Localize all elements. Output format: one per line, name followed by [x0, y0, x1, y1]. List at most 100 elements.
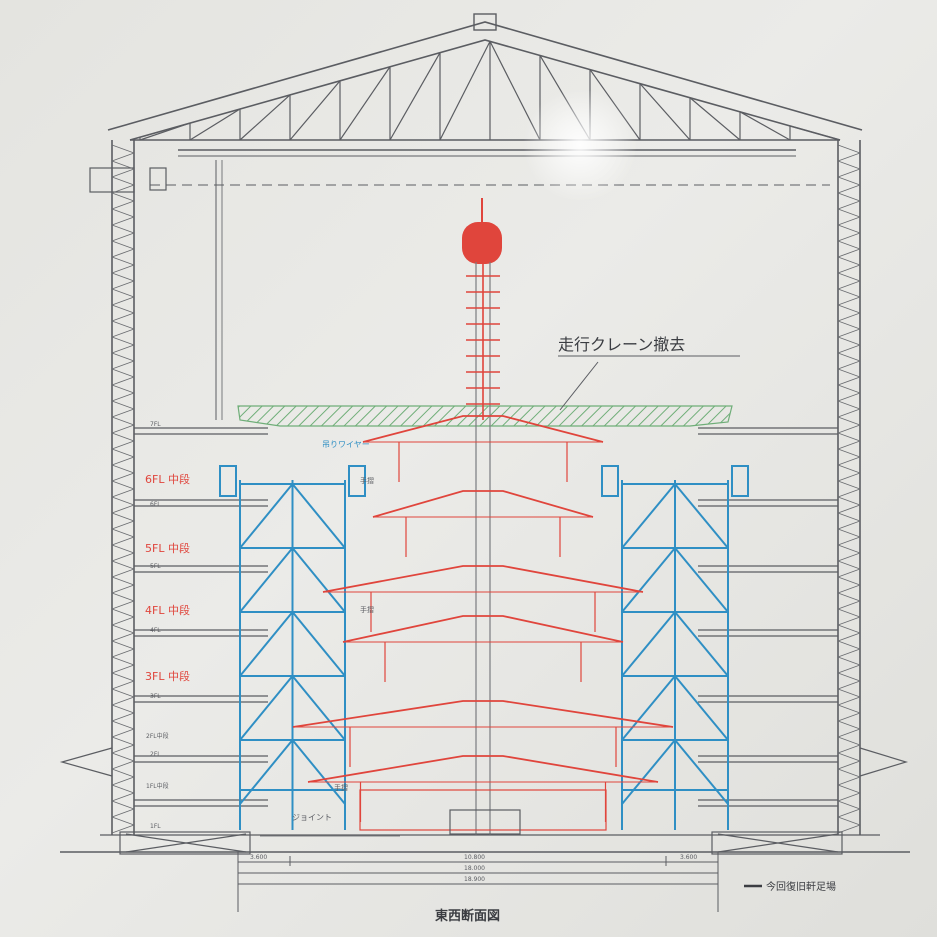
lattice-brace — [837, 784, 861, 794]
lattice-brace — [111, 248, 135, 258]
lattice-brace — [111, 640, 135, 650]
lattice-brace — [111, 648, 135, 658]
lattice-brace — [111, 296, 135, 306]
lattice-brace — [837, 776, 861, 786]
lattice-brace — [111, 240, 135, 250]
lattice-brace — [111, 392, 135, 402]
lattice-brace — [111, 168, 135, 178]
lattice-brace — [837, 664, 861, 674]
lattice-brace — [837, 808, 861, 818]
lattice-brace — [111, 312, 135, 322]
lattice-brace — [111, 552, 135, 562]
pagoda-roofs — [292, 415, 674, 831]
lattice-brace — [837, 416, 861, 426]
scaffold-brace — [239, 547, 294, 613]
pagoda-base-hall — [359, 789, 607, 831]
lattice-brace — [111, 608, 135, 618]
lattice-brace — [111, 600, 135, 610]
finial-jewel — [462, 222, 502, 264]
building-frame — [59, 13, 910, 853]
lattice-brace — [837, 176, 861, 186]
small-floor-1fl-mid: 1FL中段 — [146, 782, 169, 790]
truss-diagonal — [689, 97, 741, 141]
lattice-brace — [837, 368, 861, 378]
lattice-brace — [111, 464, 135, 474]
small-floor-1fl: 1FL — [150, 823, 161, 830]
floor-label-5fl: 5FL 中段 — [145, 541, 190, 555]
floor-label-4fl: 4FL 中段 — [145, 603, 190, 617]
scaffold-brace — [239, 483, 294, 549]
lattice-brace — [111, 216, 135, 226]
dim-left: 3.600 — [250, 854, 267, 861]
lattice-brace — [111, 360, 135, 370]
pagoda-roof-3 — [322, 565, 644, 593]
small-floor-7fl: 7FL — [150, 421, 161, 428]
lattice-brace — [837, 688, 861, 698]
lattice-brace — [837, 608, 861, 618]
scaffold-brace — [291, 739, 346, 805]
pagoda-roof-2 — [372, 490, 594, 518]
stair-label-2: 手摺 — [360, 605, 374, 614]
lattice-brace — [837, 520, 861, 530]
lattice-brace — [837, 632, 861, 642]
lattice-brace — [111, 488, 135, 498]
scaffold-box — [731, 465, 749, 497]
lattice-brace — [111, 152, 135, 162]
lattice-brace — [111, 576, 135, 586]
lattice-brace — [837, 144, 861, 154]
lattice-brace — [837, 400, 861, 410]
lattice-brace — [111, 400, 135, 410]
lattice-brace — [837, 768, 861, 778]
lattice-brace — [111, 624, 135, 634]
lattice-brace — [111, 536, 135, 546]
lattice-brace — [111, 680, 135, 690]
lattice-brace — [837, 760, 861, 770]
lattice-brace — [111, 632, 135, 642]
lattice-brace — [111, 664, 135, 674]
wire-note: 吊りワイヤー — [322, 440, 370, 449]
lattice-brace — [837, 224, 861, 234]
joint-note: ジョイント — [292, 813, 332, 822]
dim-total-2: 18.900 — [464, 876, 485, 883]
truss-diagonal — [439, 41, 491, 141]
lattice-brace — [837, 256, 861, 266]
lattice-brace — [111, 712, 135, 722]
lattice-brace — [837, 560, 861, 570]
lattice-brace — [837, 720, 861, 730]
lattice-brace — [111, 688, 135, 698]
lattice-brace — [837, 712, 861, 722]
lattice-brace — [837, 344, 861, 354]
side-lattice — [111, 144, 861, 834]
lattice-brace — [837, 624, 861, 634]
lattice-brace — [837, 472, 861, 482]
truss-diagonal — [139, 122, 191, 141]
lattice-brace — [837, 504, 861, 514]
lattice-brace — [111, 408, 135, 418]
lattice-brace — [111, 192, 135, 202]
lattice-brace — [111, 352, 135, 362]
scaffold-brace — [239, 739, 294, 805]
lattice-brace — [111, 672, 135, 682]
lattice-brace — [837, 440, 861, 450]
small-floor-3fl: 3FL — [150, 693, 161, 700]
lattice-brace — [837, 432, 861, 442]
lattice-brace — [111, 256, 135, 266]
dimension-lines — [237, 835, 719, 912]
lattice-brace — [111, 176, 135, 186]
lattice-brace — [837, 296, 861, 306]
legend-label: 今回復旧軒足場 — [766, 880, 836, 893]
lattice-brace — [111, 528, 135, 538]
lattice-brace — [837, 160, 861, 170]
lattice-brace — [111, 728, 135, 738]
lattice-brace — [111, 200, 135, 210]
lattice-brace — [837, 680, 861, 690]
left-crane-bracket — [89, 167, 135, 193]
lattice-brace — [111, 824, 135, 834]
lattice-brace — [111, 384, 135, 394]
lattice-brace — [837, 552, 861, 562]
lattice-brace — [111, 480, 135, 490]
lattice-brace — [111, 264, 135, 274]
scaffold-brace — [239, 611, 294, 677]
lattice-brace — [837, 488, 861, 498]
lattice-brace — [837, 696, 861, 706]
